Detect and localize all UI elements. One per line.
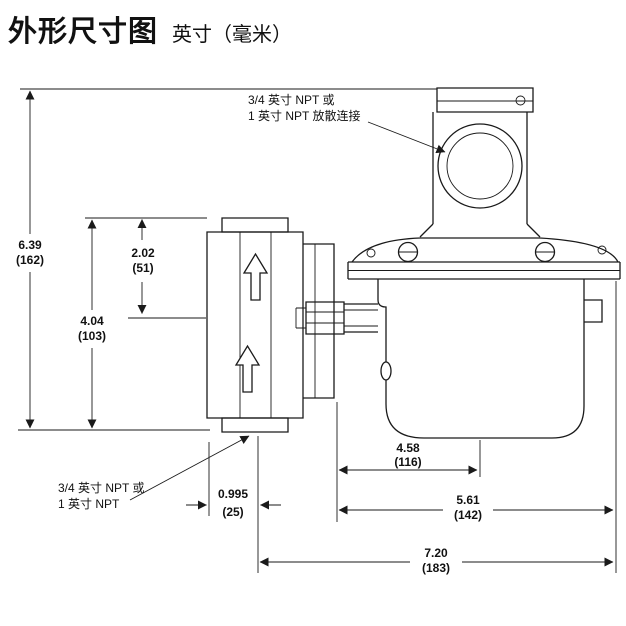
inlet-connection-note: 3/4 英寸 NPT 或 1 英寸 NPT <box>58 481 144 511</box>
svg-text:6.39: 6.39 <box>18 238 42 252</box>
valve-side-plate <box>303 243 335 399</box>
valve-bottom-connection <box>221 417 289 433</box>
svg-text:4.58: 4.58 <box>396 441 420 455</box>
flow-arrow-icon <box>242 252 269 301</box>
svg-text:(103): (103) <box>78 329 106 343</box>
svg-text:1 英寸 NPT 放散连接: 1 英寸 NPT 放散连接 <box>248 108 360 123</box>
page-header: 外形尺寸图 英寸（毫米） <box>8 8 292 50</box>
svg-text:1 英寸 NPT: 1 英寸 NPT <box>58 497 120 511</box>
vent-cap <box>436 87 534 113</box>
vent-screen <box>446 132 514 200</box>
svg-text:7.20: 7.20 <box>424 546 448 560</box>
flange-joint <box>347 261 621 280</box>
regulator-body-view <box>347 87 621 439</box>
svg-text:(183): (183) <box>422 561 450 575</box>
pipe-nipple <box>344 303 378 333</box>
vent-stack <box>432 112 528 224</box>
case-bolt-icon <box>597 245 607 255</box>
svg-text:2.02: 2.02 <box>131 246 155 260</box>
case-bolt-icon <box>366 248 376 258</box>
page-subtitle: 英寸（毫米） <box>172 24 293 46</box>
connection-notes: 3/4 英寸 NPT 或 1 英寸 NPT 放散连接 3/4 英寸 NPT 或 … <box>58 93 360 511</box>
dim-overall-height: 6.39 (162) <box>16 238 44 267</box>
dim-top-to-centerline: 2.02 (51) <box>131 246 155 275</box>
valve-top-connection <box>221 217 289 233</box>
dimension-labels: 6.39 (162) 4.04 (103) 2.02 (51) 4.58 (11… <box>16 238 482 575</box>
extension-lines <box>18 88 617 573</box>
label-masks <box>12 234 493 575</box>
svg-text:0.995: 0.995 <box>218 487 248 501</box>
svg-text:3/4 英寸 NPT 或: 3/4 英寸 NPT 或 <box>58 481 144 495</box>
vent-connection-note: 3/4 英寸 NPT 或 1 英寸 NPT 放散连接 <box>248 93 360 123</box>
dim-body-height: 4.04 (103) <box>78 314 106 343</box>
svg-text:(162): (162) <box>16 253 44 267</box>
lower-casing <box>377 279 585 439</box>
inlet-leader-line <box>129 435 250 501</box>
svg-text:3/4 英寸 NPT 或: 3/4 英寸 NPT 或 <box>248 93 334 107</box>
page-title: 外形尺寸图 <box>8 16 159 48</box>
dim-center-width: 4.58 (116) <box>394 441 421 469</box>
svg-text:4.04: 4.04 <box>80 314 104 328</box>
left-boss <box>380 361 392 381</box>
vent-leader-line <box>367 121 446 154</box>
flow-arrow-icon <box>234 344 261 393</box>
cap-screw-icon <box>515 95 526 106</box>
svg-text:(51): (51) <box>132 261 153 275</box>
svg-text:(142): (142) <box>454 508 482 522</box>
svg-text:(116): (116) <box>394 455 421 469</box>
diaphragm-case-top <box>351 237 619 263</box>
valve-body-view <box>206 217 378 433</box>
vent-opening <box>437 123 523 209</box>
svg-text:5.61: 5.61 <box>456 493 480 507</box>
dim-body-width: 5.61 (142) <box>454 493 482 522</box>
svg-text:(25): (25) <box>222 505 243 519</box>
dim-inlet-offset: 0.995 (25) <box>218 487 248 519</box>
side-boss <box>584 299 603 323</box>
union-nut <box>305 301 345 335</box>
dim-overall-width: 7.20 (183) <box>422 546 450 575</box>
